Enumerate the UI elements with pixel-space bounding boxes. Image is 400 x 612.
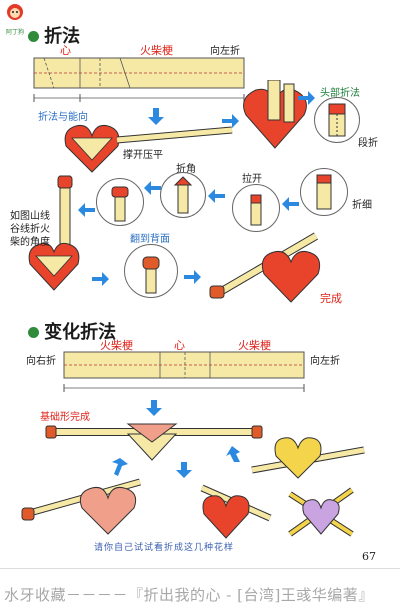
divider	[0, 568, 400, 569]
section1-title: 折法	[44, 26, 81, 47]
label-fold-down: 折法与能向	[38, 112, 88, 123]
detail-circle-head	[314, 97, 360, 143]
arrow-icon	[222, 114, 239, 128]
heart-with-stick	[28, 175, 80, 291]
arrow-left-icon	[282, 197, 299, 211]
section1-heading: 折法	[28, 22, 80, 48]
label-pull-open: 拉开	[242, 174, 262, 185]
label-fold-to-back: 翻到背面	[130, 234, 170, 245]
head-fold-icon	[328, 103, 346, 137]
label-match-right: 火柴梗	[238, 339, 271, 352]
detail-circle-head2	[96, 178, 144, 226]
variant-purple-heart	[288, 487, 354, 537]
section2-heading: 变化折法	[28, 318, 116, 344]
arrow-down-icon	[176, 462, 192, 478]
arrow-left-icon	[144, 181, 161, 195]
fold-thin-icon	[316, 174, 332, 210]
bullet-icon	[28, 327, 39, 338]
label-mountain-valley: 如图山线 谷线折火 柴的角度	[10, 211, 50, 248]
section2-title: 变化折法	[44, 322, 117, 343]
logo: 阿丁狗	[4, 3, 26, 36]
footer-credit: 水牙收藏－－－－『折出我的心 - [台湾]王彧华编著』	[4, 586, 374, 604]
arrow-down-icon	[146, 400, 162, 416]
head-shape-icon	[111, 186, 129, 222]
finished-heart	[209, 232, 321, 303]
detail-circle-pull	[232, 184, 280, 232]
label-fold-corner: 折角	[176, 164, 196, 175]
logo-text: 阿丁狗	[5, 29, 24, 36]
hint-text: 请你自己试试看折成这几种花样	[94, 543, 235, 553]
arrow-left-icon	[78, 203, 95, 217]
arrow-icon	[298, 91, 315, 105]
arrow-icon	[184, 270, 201, 284]
page-number: 67	[362, 550, 376, 563]
logo-icon	[7, 4, 23, 20]
label-push-open: 撑开压平	[123, 150, 163, 161]
heart-step2	[243, 80, 307, 149]
arrow-icon	[92, 272, 109, 286]
label-matchstick: 火柴梗	[140, 44, 173, 57]
label-done: 完成	[320, 292, 342, 305]
match-head-icon	[142, 256, 160, 294]
paper-strip-diagram	[33, 57, 245, 102]
label-basic-done: 基础形完成	[40, 412, 90, 423]
label-fold-left2: 向左折	[310, 356, 340, 367]
arrow-icon	[112, 458, 128, 476]
detail-circle-corner	[160, 172, 206, 218]
arrow-down-icon	[148, 108, 164, 125]
basic-shape	[45, 423, 263, 461]
label-fold-right: 向右折	[26, 356, 56, 367]
detail-circle-fold-thin	[300, 168, 348, 216]
arrow-icon	[226, 446, 240, 462]
variant-yellow-heart	[251, 437, 365, 479]
bullet-icon	[28, 31, 39, 42]
arrow-left-icon	[208, 189, 225, 203]
label-fold-left: 向左折	[210, 46, 240, 57]
label-match-left: 火柴梗	[100, 339, 133, 352]
heart-push-open	[64, 125, 233, 173]
detail-circle-back	[124, 244, 178, 298]
label-heart: 心	[60, 44, 71, 57]
label-heart2: 心	[174, 339, 185, 352]
paper-strip-diagram-2	[63, 351, 305, 392]
label-head-fold: 头部折法	[320, 88, 360, 99]
variant-pink-heart	[21, 478, 141, 535]
label-fold-thin: 折细	[352, 200, 372, 211]
label-segment-fold: 段折	[358, 138, 378, 149]
fold-corner-icon	[173, 176, 193, 214]
pull-open-icon	[250, 194, 262, 226]
variant-red-heart	[200, 484, 272, 539]
